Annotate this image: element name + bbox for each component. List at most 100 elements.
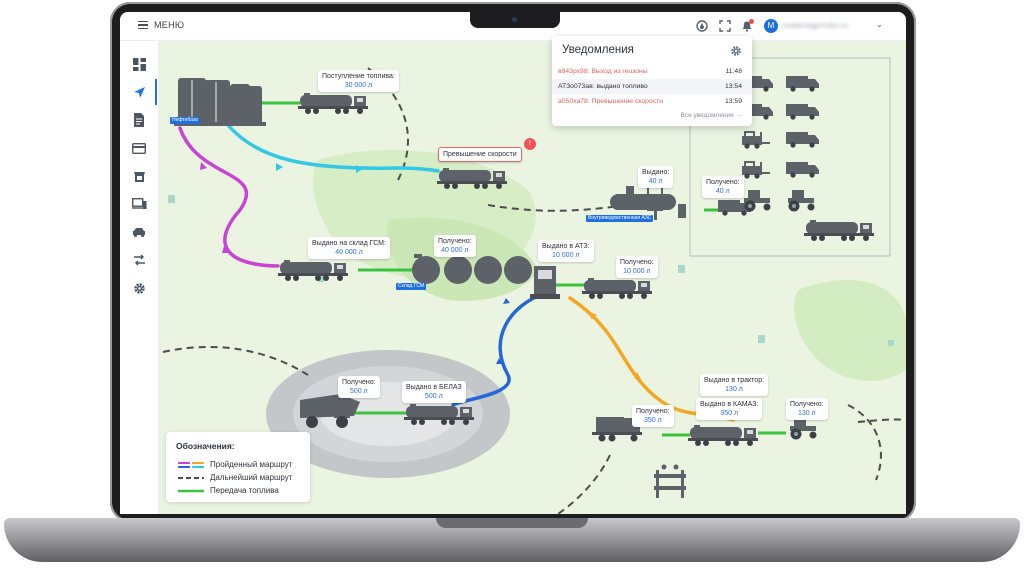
notification-item[interactable]: АТЗо073ав: выдано топливо 13:54	[552, 79, 752, 94]
notification-time: 13:59	[724, 98, 742, 105]
station-received-label[interactable]: Получено: 40 л	[702, 176, 744, 198]
notification-item[interactable]: в843рх98: Выход из геозоны 11:48	[552, 64, 752, 79]
legend-title: Обозначения:	[176, 441, 235, 451]
chevron-down-icon[interactable]: ⌄	[876, 20, 883, 29]
kamaz-issued-label[interactable]: Выдано в КАМАЗ: 350 л	[696, 398, 763, 420]
legend-passed-label: Пройденный маршрут	[210, 460, 293, 469]
sidebar	[120, 40, 159, 514]
sidebar-item-navigation[interactable]	[129, 79, 157, 105]
document-icon	[134, 113, 144, 127]
legend-row-passed: Пройденный маршрут	[178, 460, 292, 469]
camera-notch	[470, 12, 560, 28]
kamaz-received-title: Получено:	[636, 408, 670, 415]
fuel-income-label[interactable]: Поступление топлива: 30 000 л	[318, 70, 399, 92]
fuel-income-value: 30 000 л	[344, 82, 373, 89]
settings-gear-icon	[133, 282, 145, 294]
user-email[interactable]: mobimagprovko.ru	[782, 21, 849, 30]
station-received-value: 40 л	[715, 188, 730, 195]
notification-item[interactable]: а050ха78: Превышение скорости 13:59	[552, 94, 752, 109]
kamaz-issued-title: Выдано в КАМАЗ:	[700, 401, 759, 408]
legend-transfer-label: Передача топлива	[210, 486, 279, 495]
belaz-issued-title: Выдано в БЕЛАЗ	[406, 384, 462, 391]
kamaz-issued-value: 350 л	[720, 410, 739, 417]
notification-time: 11:48	[725, 68, 742, 75]
notification-time: 13:54	[724, 83, 742, 90]
fuel-drop-icon[interactable]	[696, 20, 708, 32]
station-issued-label[interactable]: Выдано: 40 л	[638, 166, 674, 188]
notification-text: в843рх98: Выход из геозоны	[558, 68, 648, 75]
map-legend: Обозначения: Пройденный маршрут Дальнейш…	[166, 432, 310, 502]
hamburger-icon	[138, 21, 148, 29]
tractor-issued-label[interactable]: Выдано в трактор: 130 л	[700, 374, 769, 396]
menu-label: МЕНЮ	[154, 20, 185, 30]
tractor-issued-value: 130 л	[725, 386, 743, 393]
sidebar-item-documents[interactable]	[129, 110, 149, 130]
map-view[interactable]: Нефтебаза Склад ГСМ Внутриведомственная …	[158, 40, 906, 514]
car-icon	[133, 227, 145, 237]
depot-received-label[interactable]: Получено: 40 000 л	[434, 235, 476, 257]
dashboard-icon	[132, 57, 146, 71]
sidebar-item-cards[interactable]	[129, 138, 149, 158]
belaz-received-title: Получено:	[342, 379, 376, 386]
tractor-received-value: 130 л	[797, 410, 816, 417]
fullscreen-icon[interactable]	[719, 20, 731, 32]
atz-issued-title: Выдано в АТЗ:	[542, 243, 590, 250]
notifications-title: Уведомления	[562, 44, 634, 56]
station-issued-value: 40 л	[648, 178, 663, 185]
alert-bell-icon[interactable]: !	[524, 138, 536, 150]
notifications-panel: Уведомления в843рх98: Выход из геозоны 1…	[552, 36, 752, 126]
speeding-label[interactable]: Превышение скорости	[438, 147, 522, 162]
sidebar-item-dashboard[interactable]	[129, 54, 149, 74]
all-notifications-link[interactable]: Все уведомления →	[680, 112, 742, 119]
kamaz-received-value: 350 л	[643, 417, 662, 424]
atz-issued-label[interactable]: Выдано в АТЗ: 10 000 л	[538, 240, 594, 262]
sidebar-item-tanks[interactable]	[129, 166, 149, 186]
station-issued-title: Выдано:	[642, 169, 670, 176]
atz-received-title: Получено:	[620, 259, 654, 266]
kamaz-received-label[interactable]: Получено: 350 л	[632, 405, 674, 427]
avatar[interactable]: M	[764, 19, 778, 33]
tractor-issued-title: Выдано в трактор:	[704, 377, 765, 384]
depot-issued-value: 40 000 л	[335, 249, 363, 256]
legend-transfer-swatch	[178, 489, 204, 492]
fuel-depot-tag: Склад ГСМ	[396, 283, 427, 290]
depot-received-value: 40 000 л	[441, 247, 469, 254]
legend-future-swatch	[178, 476, 204, 479]
navigation-arrow-icon	[133, 86, 145, 98]
legend-future-label: Дальнейший маршрут	[210, 473, 293, 482]
legend-passed-swatch	[178, 461, 204, 468]
sidebar-item-settings[interactable]	[129, 278, 149, 298]
depot-issued-title: Выдано на склад ГСМ:	[312, 240, 386, 247]
atz-received-label[interactable]: Получено: 10 000 л	[616, 256, 658, 278]
legend-row-future: Дальнейший маршрут	[178, 473, 292, 482]
internal-station-tag: Внутриведомственная АЗС	[586, 215, 654, 222]
depot-received-title: Получено:	[438, 238, 472, 245]
bell-icon[interactable]	[741, 19, 754, 32]
belaz-issued-label[interactable]: Выдано в БЕЛАЗ 500 л	[402, 381, 466, 403]
notification-dot	[749, 19, 754, 24]
legend-row-transfer: Передача топлива	[178, 486, 279, 495]
fuel-income-title: Поступление топлива:	[322, 73, 395, 80]
notification-text: а050ха78: Превышение скорости	[558, 98, 664, 105]
tractor-received-title: Получено:	[790, 401, 824, 408]
belaz-received-label[interactable]: Получено: 500 л	[338, 376, 380, 398]
transfer-icon	[133, 254, 145, 266]
oil-base-tag: Нефтебаза	[170, 117, 200, 124]
belaz-issued-value: 500 л	[425, 393, 443, 400]
depot-issued-label[interactable]: Выдано на склад ГСМ: 40 000 л	[308, 237, 390, 259]
laptop-base-notch	[436, 518, 588, 528]
menu-button[interactable]: МЕНЮ	[138, 20, 184, 30]
sidebar-item-transfers[interactable]	[129, 250, 149, 270]
tractor-received-label[interactable]: Получено: 130 л	[786, 398, 828, 420]
camera-icon	[512, 17, 517, 22]
belaz-received-value: 500 л	[349, 388, 368, 395]
notification-settings-icon[interactable]	[730, 44, 742, 56]
sidebar-item-devices[interactable]	[129, 194, 149, 214]
speeding-text: Превышение скорости	[443, 151, 517, 158]
devices-icon	[131, 198, 146, 209]
atz-issued-value: 10 000 л	[552, 252, 580, 259]
station-received-title: Получено:	[706, 179, 740, 186]
atz-received-value: 10 000 л	[623, 268, 651, 275]
sidebar-item-vehicles[interactable]	[129, 222, 149, 242]
app-screen: МЕНЮ M mobimagprovko.ru ⌄	[120, 12, 906, 514]
